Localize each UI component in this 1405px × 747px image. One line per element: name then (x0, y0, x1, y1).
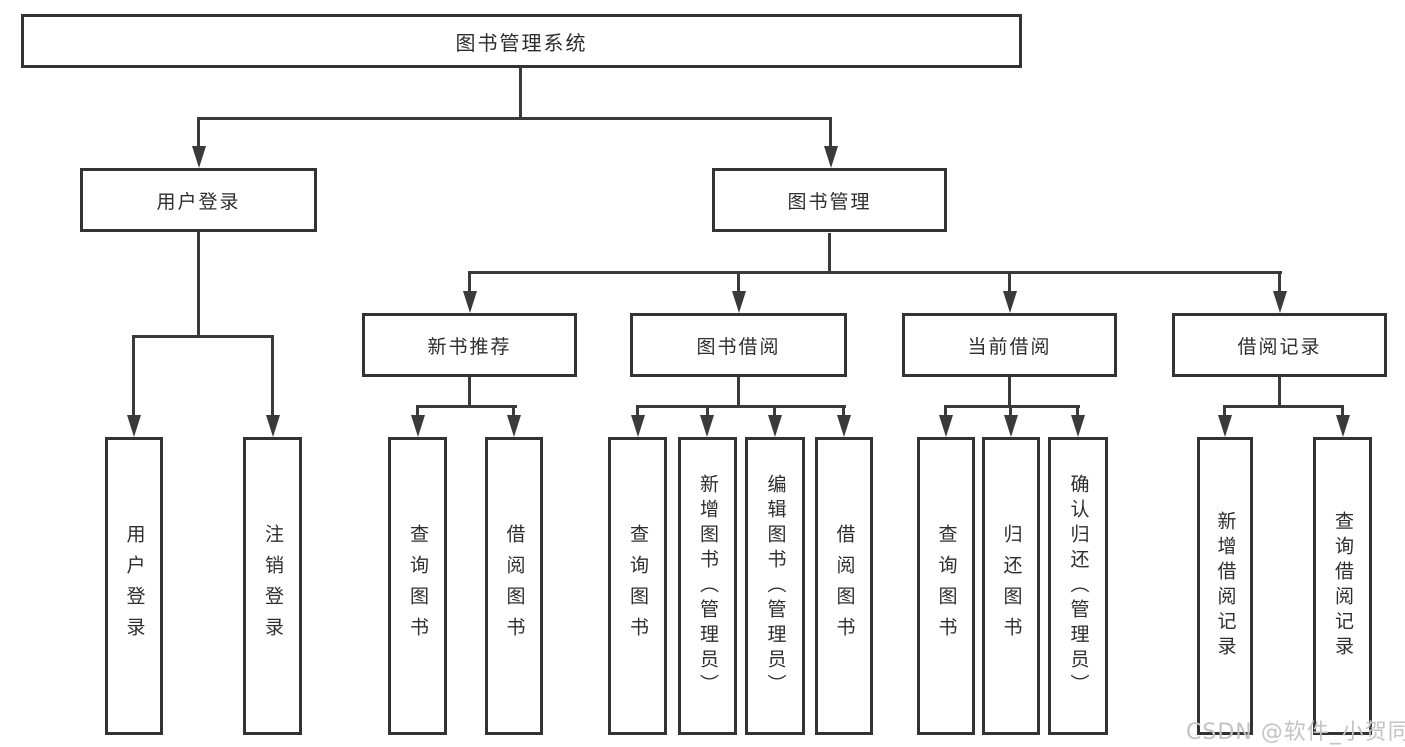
connector-vline (132, 335, 135, 417)
connector-vline (512, 405, 515, 417)
connector-vline (1278, 377, 1281, 408)
leaf-borrow-books-recommend-label: 借阅图书 (503, 524, 526, 648)
connector-vline (468, 271, 471, 295)
node-user-login-label: 用户登录 (156, 190, 241, 213)
arrow-down-icon (192, 146, 206, 168)
connector-vline (773, 405, 776, 417)
connector-hline (132, 335, 274, 338)
connector-vline (197, 117, 200, 151)
node-library-system-label: 图书管理系统 (455, 30, 588, 55)
leaf-add-books-admin: 新增图书（管理员） (678, 437, 737, 735)
connector-hline (197, 117, 832, 120)
leaf-user-login-label: 用户登录 (123, 524, 146, 648)
arrow-down-icon (266, 415, 280, 437)
leaf-confirm-return-admin-label: 确认归还（管理员） (1067, 473, 1090, 699)
leaf-add-books-admin-label: 新增图书（管理员） (697, 473, 719, 699)
arrow-down-icon (939, 415, 953, 437)
node-new-book-recommend: 新书推荐 (362, 313, 577, 377)
arrow-down-icon (463, 291, 477, 313)
connector-vline (1009, 405, 1012, 417)
node-book-management-label: 图书管理 (787, 190, 872, 213)
leaf-query-books-recommend: 查询图书 (388, 437, 447, 735)
connector-vline (944, 405, 947, 417)
leaf-return-books: 归还图书 (982, 437, 1040, 735)
connector-vline (519, 67, 522, 120)
leaf-user-login: 用户登录 (105, 437, 163, 735)
leaf-query-books-current-label: 查询图书 (935, 524, 958, 648)
leaf-query-books-borrow: 查询图书 (608, 437, 667, 735)
connector-vline (1008, 271, 1011, 295)
connector-vline (636, 405, 639, 417)
connector-vline (737, 271, 740, 295)
connector-vline (1278, 271, 1281, 295)
leaf-borrow-books: 借阅图书 (815, 437, 873, 735)
arrow-down-icon (127, 415, 141, 437)
connector-vline (706, 405, 709, 417)
leaf-query-books-borrow-label: 查询图书 (627, 524, 649, 648)
leaf-confirm-return-admin: 确认归还（管理员） (1048, 437, 1108, 735)
arrow-down-icon (1071, 415, 1085, 437)
connector-vline (737, 377, 740, 408)
connector-vline (829, 117, 832, 151)
node-current-borrow: 当前借阅 (902, 313, 1117, 377)
leaf-logout-label: 注销登录 (262, 524, 284, 648)
connector-hline (469, 271, 1282, 274)
node-book-borrow: 图书借阅 (630, 313, 847, 377)
connector-vline (1008, 377, 1011, 408)
node-book-borrow-label: 图书借阅 (696, 335, 781, 358)
connector-vline (416, 405, 419, 417)
arrow-down-icon (700, 415, 714, 437)
leaf-borrow-books-recommend: 借阅图书 (485, 437, 543, 735)
arrow-down-icon (507, 415, 521, 437)
arrow-down-icon (1336, 415, 1350, 437)
node-user-login: 用户登录 (80, 168, 317, 232)
connector-vline (828, 233, 831, 274)
connector-hline (945, 405, 1080, 408)
connector-vline (1223, 405, 1226, 417)
leaf-query-borrow-record-label: 查询借阅记录 (1332, 511, 1354, 661)
arrow-down-icon (732, 291, 746, 313)
connector-vline (1076, 405, 1079, 417)
leaf-query-books-current: 查询图书 (917, 437, 975, 735)
arrow-down-icon (1003, 291, 1017, 313)
node-book-management: 图书管理 (712, 168, 947, 232)
arrow-down-icon (631, 415, 645, 437)
connector-vline (842, 405, 845, 417)
leaf-add-borrow-record-label: 新增借阅记录 (1214, 511, 1237, 661)
leaf-query-borrow-record: 查询借阅记录 (1313, 437, 1372, 735)
leaf-add-borrow-record: 新增借阅记录 (1197, 437, 1253, 735)
connector-hline (416, 405, 517, 408)
arrow-down-icon (1273, 291, 1287, 313)
connector-vline (1341, 405, 1344, 417)
connector-hline (1223, 405, 1344, 408)
leaf-return-books-label: 归还图书 (1000, 524, 1023, 648)
node-borrow-records: 借阅记录 (1172, 313, 1387, 377)
leaf-borrow-books-label: 借阅图书 (833, 524, 856, 648)
node-library-system: 图书管理系统 (21, 14, 1022, 68)
leaf-edit-books-admin-label: 编辑图书（管理员） (764, 473, 787, 699)
leaf-edit-books-admin: 编辑图书（管理员） (745, 437, 805, 735)
arrow-down-icon (1218, 415, 1232, 437)
leaf-logout: 注销登录 (243, 437, 302, 735)
arrow-down-icon (411, 415, 425, 437)
connector-vline (197, 232, 200, 338)
leaf-query-books-recommend-label: 查询图书 (407, 524, 429, 648)
arrow-down-icon (824, 146, 838, 168)
connector-vline (468, 377, 471, 408)
node-current-borrow-label: 当前借阅 (967, 335, 1052, 358)
arrow-down-icon (1004, 415, 1018, 437)
arrow-down-icon (768, 415, 782, 437)
arrow-down-icon (837, 415, 851, 437)
node-borrow-records-label: 借阅记录 (1237, 335, 1322, 358)
node-new-book-recommend-label: 新书推荐 (427, 335, 512, 358)
connector-vline (271, 335, 274, 417)
connector-hline (636, 405, 846, 408)
csdn-watermark: CSDN @软件_小贺同学 (1186, 720, 1405, 745)
